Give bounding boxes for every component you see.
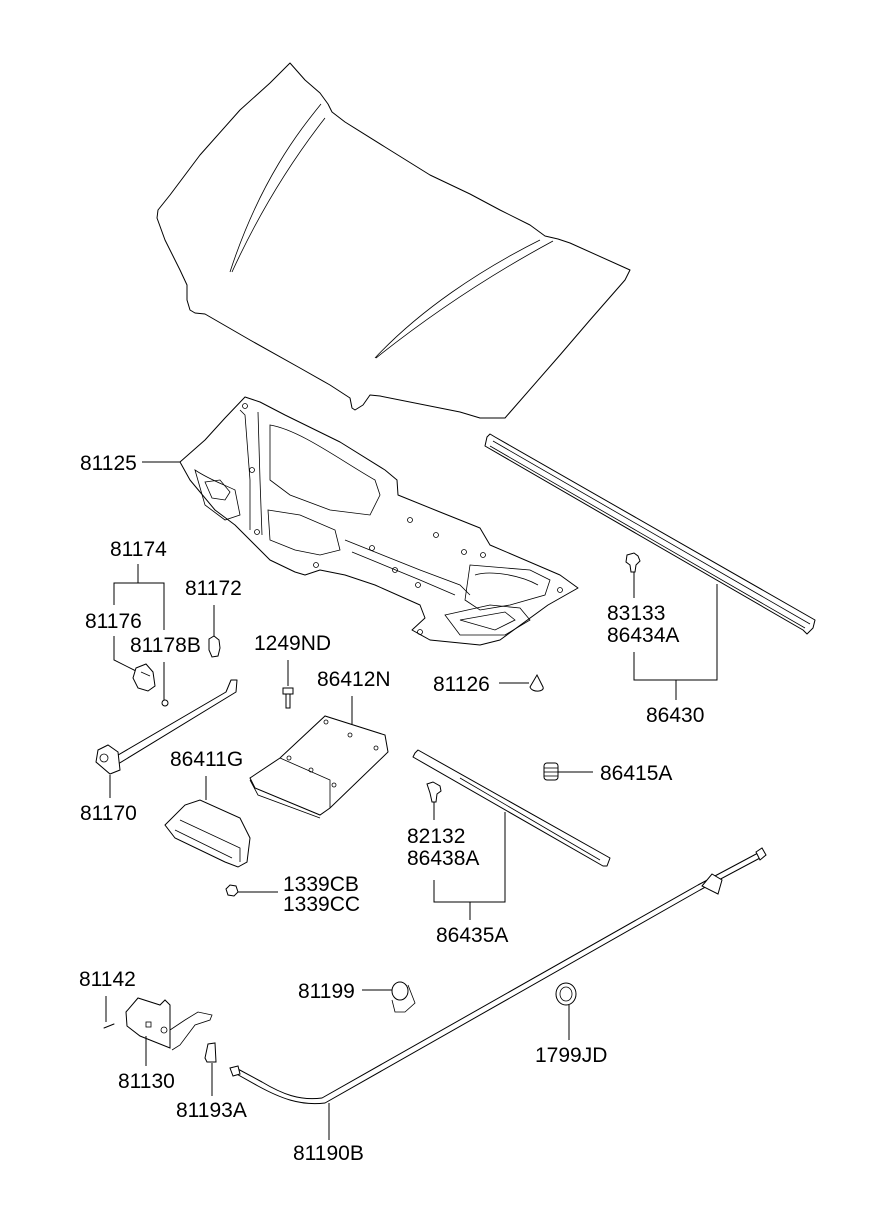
air-duct-86412N[interactable] <box>249 715 389 819</box>
air-duct-86411G[interactable] <box>164 799 251 868</box>
clip-83133[interactable] <box>625 552 641 573</box>
bolt-1249ND[interactable] <box>282 687 294 709</box>
label-86430: 86430 <box>646 704 704 727</box>
bolt-81142[interactable] <box>103 1023 115 1029</box>
hood-latch-81130[interactable] <box>125 997 213 1051</box>
nut-1339[interactable] <box>225 884 239 897</box>
bumper-81178B[interactable] <box>161 699 169 707</box>
label-81174: 81174 <box>110 538 167 561</box>
label-86411G: 86411G <box>170 748 243 771</box>
cowl-seal-strip[interactable] <box>412 749 611 867</box>
label-81126: 81126 <box>433 673 490 696</box>
clip-82132[interactable] <box>426 781 442 803</box>
hood-insulator-pad[interactable] <box>179 396 579 646</box>
label-81178B: 81178B <box>130 634 201 657</box>
label-1799JD: 1799JD <box>535 1044 607 1067</box>
label-81193A: 81193A <box>176 1099 247 1122</box>
hose-clamp-1799JD[interactable] <box>555 982 577 1006</box>
label-81172: 81172 <box>185 577 242 600</box>
hood-weatherstrip[interactable] <box>484 433 816 635</box>
label-86438A: 86438A <box>407 847 479 870</box>
label-83133: 83133 <box>607 602 665 625</box>
hood-stay-holder-81172[interactable] <box>208 635 221 658</box>
label-1249ND: 1249ND <box>254 632 331 655</box>
label-86434A: 86434A <box>607 624 679 647</box>
label-86412N: 86412N <box>317 668 391 691</box>
label-1339CC: 1339CC <box>283 893 360 916</box>
hood-stay-grommet-81176[interactable] <box>132 663 156 692</box>
bumper-86415A[interactable] <box>543 762 559 781</box>
bracket-81193A[interactable] <box>204 1042 217 1063</box>
label-82132: 82132 <box>407 825 465 848</box>
hood-panel[interactable] <box>156 62 631 419</box>
label-86435A: 86435A <box>436 924 508 947</box>
hood-stay-rod[interactable] <box>95 679 238 775</box>
cable-clip-81199[interactable] <box>391 981 416 1013</box>
label-81125: 81125 <box>80 452 137 475</box>
label-86415A: 86415A <box>600 762 672 785</box>
label-81199: 81199 <box>298 980 355 1003</box>
clip-81126[interactable] <box>529 673 544 692</box>
hood-release-cable[interactable] <box>229 847 767 1105</box>
label-81142: 81142 <box>79 968 136 991</box>
label-81190B: 81190B <box>293 1142 364 1165</box>
label-81130: 81130 <box>118 1070 175 1093</box>
label-81176: 81176 <box>85 610 142 633</box>
label-1339CB: 1339CB <box>283 873 359 896</box>
label-81170: 81170 <box>80 802 137 825</box>
